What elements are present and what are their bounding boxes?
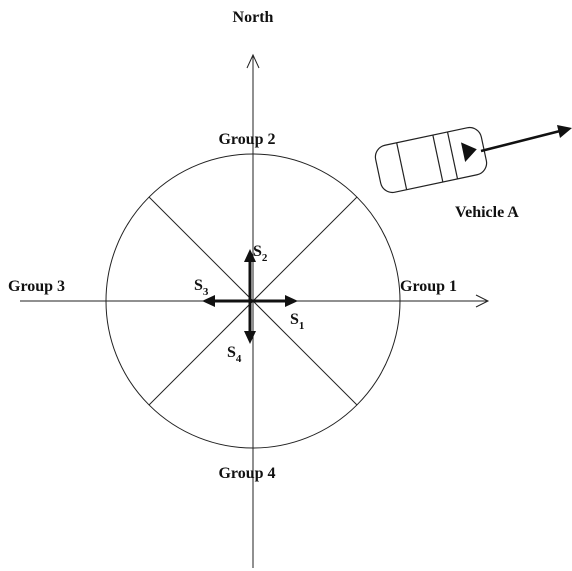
group-4-label: Group 4 (218, 465, 275, 482)
coverage-circle (105, 153, 401, 449)
vehicle-a (374, 126, 488, 194)
s2-label: S2 (253, 243, 268, 264)
group-1-label: Group 1 (400, 278, 457, 295)
group-3-label: Group 3 (8, 278, 65, 295)
vehicle-direction-triangle (460, 142, 477, 162)
vehicle-heading-line (480, 129, 561, 153)
s3-label: S3 (194, 277, 209, 298)
vehicle-body (374, 126, 488, 194)
north-axis-arrowhead (246, 53, 260, 69)
s4-arrowhead (244, 331, 256, 344)
s1-label: S1 (290, 311, 304, 332)
horizontal-axis-arrowhead (475, 294, 490, 308)
vehicle-divider-2 (432, 134, 444, 183)
s2-arrowhead (244, 249, 256, 262)
vehicle-divider-3 (446, 131, 459, 180)
group-2-label: Group 2 (218, 131, 275, 148)
vehicle-heading-arrowhead (557, 125, 572, 138)
north-label: North (233, 9, 274, 26)
signal-vectors (202, 249, 298, 344)
vehicle-a-label: Vehicle A (455, 204, 519, 221)
s4-label: S4 (227, 344, 242, 365)
s3-arrowhead (202, 295, 215, 307)
vehicle-divider-1 (396, 142, 408, 190)
s1-arrowhead (285, 295, 298, 307)
